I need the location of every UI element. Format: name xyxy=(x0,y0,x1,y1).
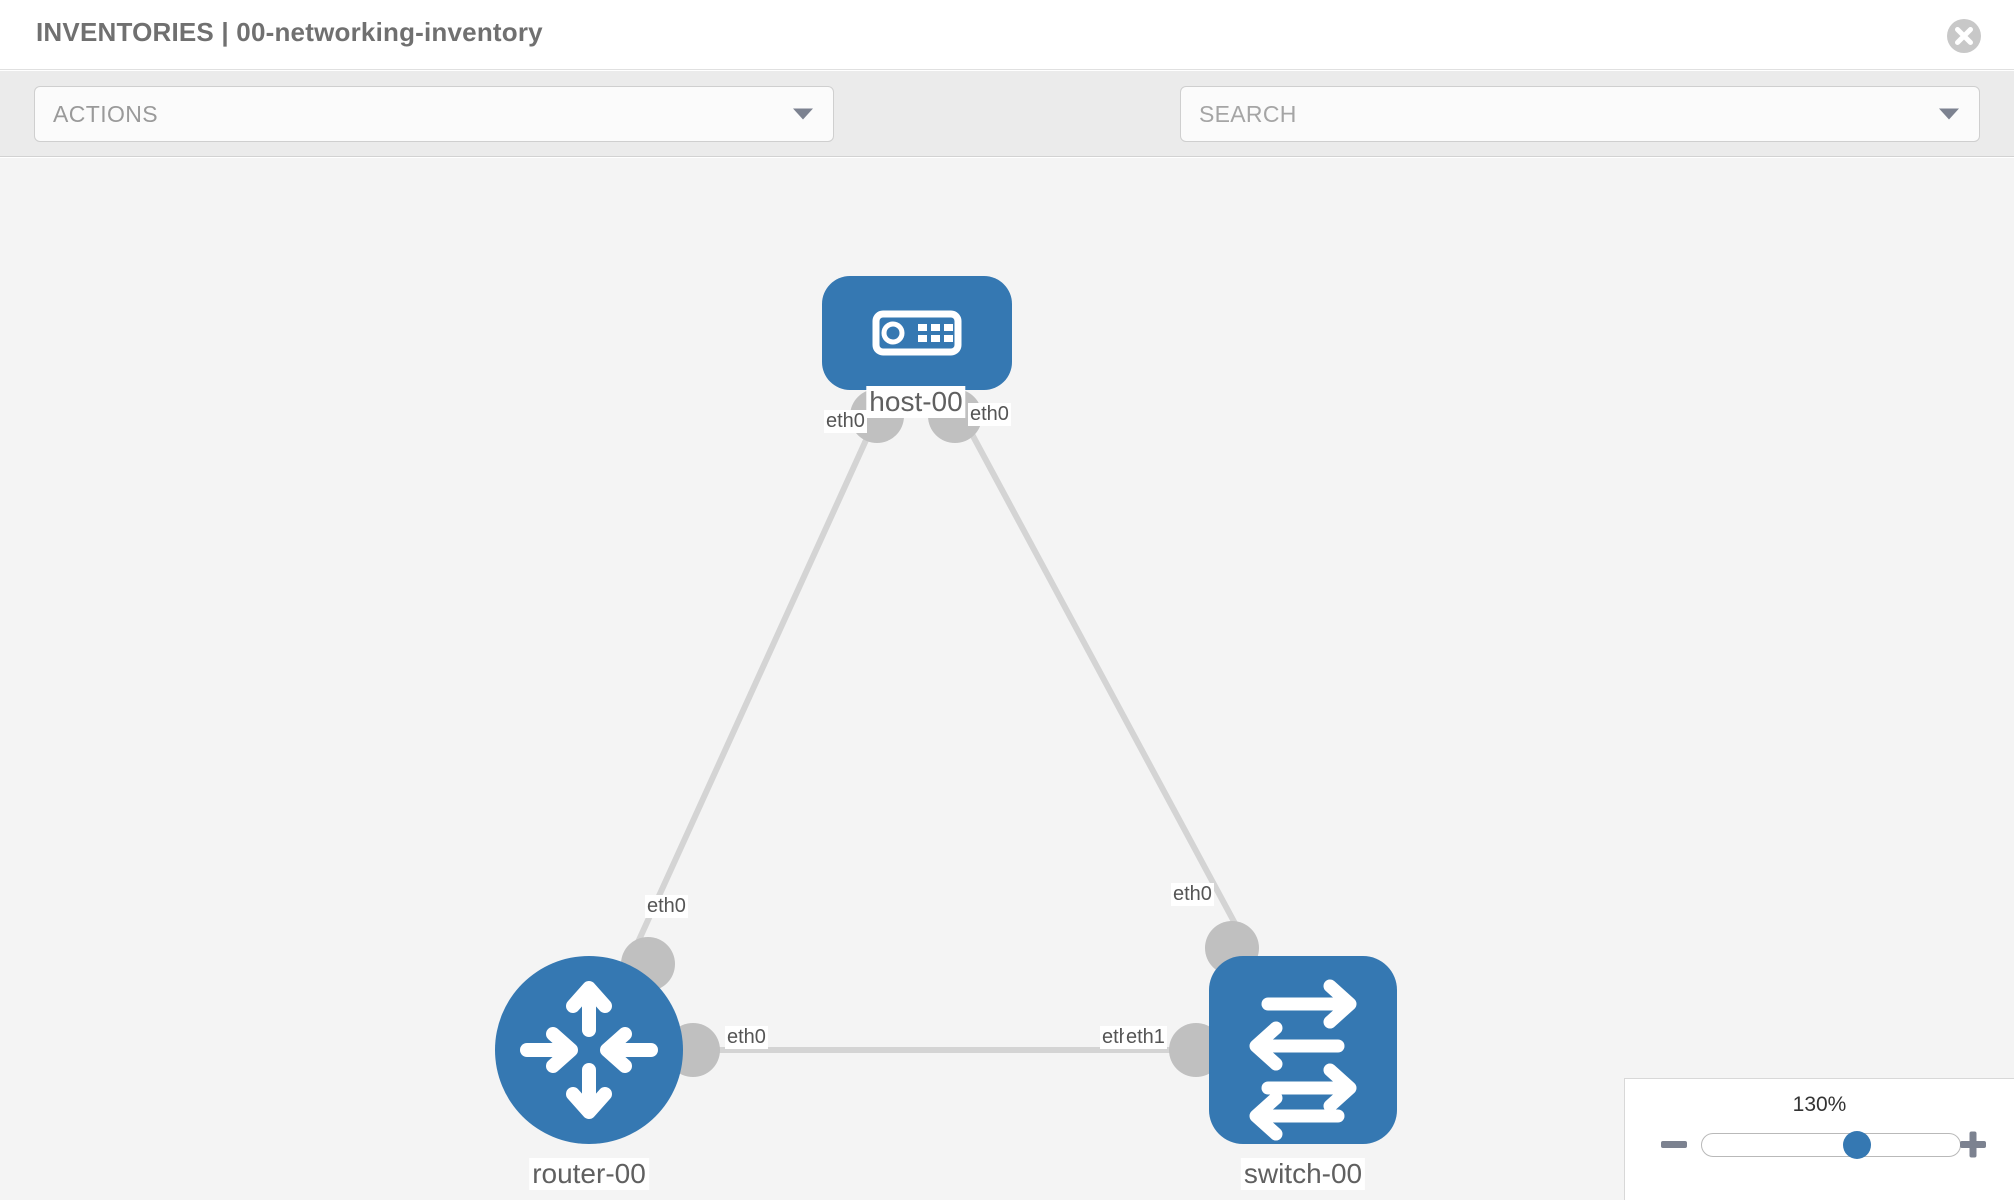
zoom-out-button[interactable] xyxy=(1657,1127,1691,1161)
switch-arrows-icon xyxy=(1249,979,1357,1141)
server-icon xyxy=(872,310,962,356)
link-host-router xyxy=(586,328,919,1052)
node-label-router-00: router-00 xyxy=(529,1158,649,1191)
iface-label-switch-router: eth1 xyxy=(1124,1026,1167,1049)
node-router-00 xyxy=(495,956,683,1144)
node-label-switch-00: switch-00 xyxy=(1240,1158,1366,1191)
page-title: INVENTORIES | 00-networking-inventory xyxy=(36,17,543,47)
zoom-control-panel: 130% xyxy=(1624,1078,2014,1200)
search-placeholder: SEARCH xyxy=(1199,101,1297,127)
close-icon[interactable] xyxy=(1944,16,1984,56)
iface-label-host-switch: eth0 xyxy=(968,403,1011,426)
iface-label-host-router: eth0 xyxy=(824,410,867,433)
chevron-down-icon xyxy=(793,108,813,120)
iface-label-switch-host: eth0 xyxy=(1171,883,1214,906)
topology-canvas[interactable]: host-00 router-00 switch-00 eth0 eth0 et… xyxy=(0,158,2014,1200)
node-switch-00 xyxy=(1209,956,1397,1144)
iface-label-router-switch: eth0 xyxy=(725,1026,768,1049)
chevron-down-icon[interactable] xyxy=(1939,108,1959,120)
page-header: INVENTORIES | 00-networking-inventory xyxy=(0,0,2014,70)
toolbar: ACTIONS SEARCH xyxy=(0,71,2014,205)
actions-dropdown-label: ACTIONS xyxy=(53,101,159,127)
iface-label-switch-router-overlap: eth xyxy=(1100,1026,1132,1049)
node-host-00 xyxy=(822,276,1012,390)
zoom-in-button[interactable] xyxy=(1956,1127,1990,1161)
router-arrows-icon xyxy=(520,981,658,1119)
node-label-host-00: host-00 xyxy=(866,386,966,419)
zoom-level-value: 130% xyxy=(1792,1093,1847,1116)
iface-label-router-host: eth0 xyxy=(645,895,688,918)
actions-dropdown[interactable]: ACTIONS xyxy=(34,86,834,142)
search-input[interactable]: SEARCH xyxy=(1180,86,1980,142)
zoom-slider[interactable] xyxy=(1701,1131,1961,1159)
zoom-slider-handle[interactable] xyxy=(1842,1131,1871,1159)
topology-graph xyxy=(495,276,1397,1144)
topology-connectors xyxy=(621,389,1259,1077)
